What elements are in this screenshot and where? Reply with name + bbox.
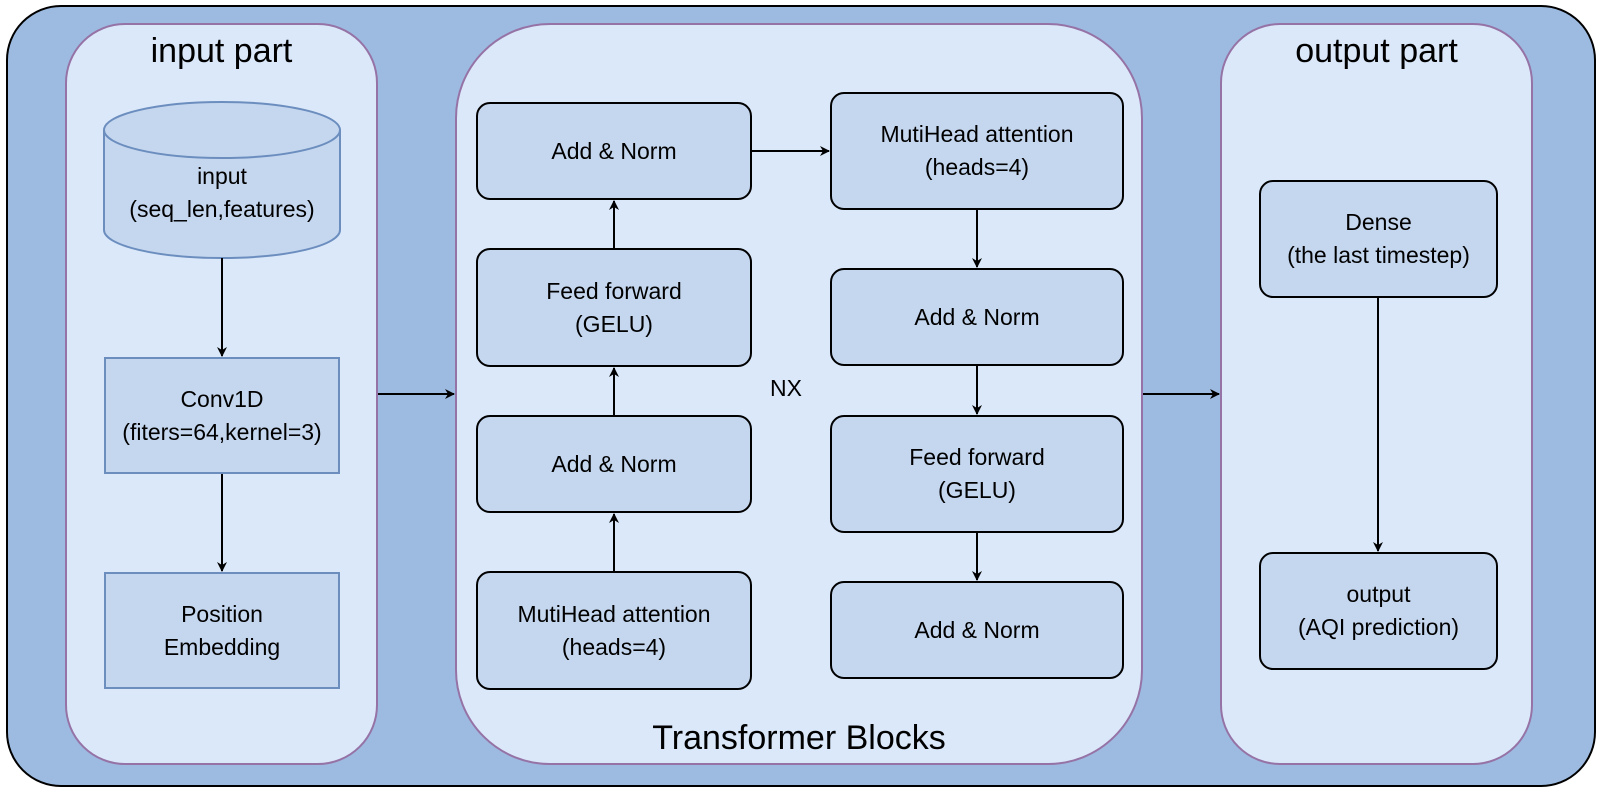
right-add-norm-top-node: Add & Norm [830, 268, 1124, 366]
position-embedding-node: Position Embedding [104, 572, 340, 689]
right-add-norm-bottom-node: Add & Norm [830, 581, 1124, 679]
left-add-norm-top-node: Add & Norm [476, 102, 752, 200]
output-part-title: output part [1295, 32, 1458, 70]
right-multihead-attention-node: MutiHead attention (heads=4) [830, 92, 1124, 210]
left-feed-forward-node: Feed forward (GELU) [476, 248, 752, 367]
repeat-nx-label: NX [770, 375, 802, 401]
left-add-norm-bottom-node: Add & Norm [476, 415, 752, 513]
input-node: input (seq_len,features) [129, 163, 315, 222]
conv1d-node: Conv1D (fiters=64,kernel=3) [104, 357, 340, 474]
dense-node: Dense (the last timestep) [1259, 180, 1498, 298]
right-feed-forward-node: Feed forward (GELU) [830, 415, 1124, 533]
input-part-title: input part [150, 32, 293, 70]
output-node: output (AQI prediction) [1259, 552, 1498, 670]
left-multihead-attention-node: MutiHead attention (heads=4) [476, 571, 752, 690]
transformer-blocks-title: Transformer Blocks [652, 719, 946, 757]
